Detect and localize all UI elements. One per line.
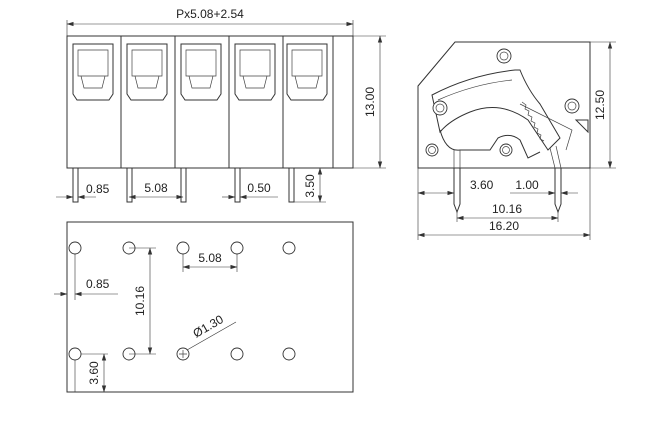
dim-pin-length: 3.50 — [303, 174, 317, 198]
push-buttons — [72, 43, 328, 101]
dim-overall-width: Px5.08+2.54 — [176, 7, 244, 21]
pcb-outline — [66, 221, 354, 393]
side-view: 12.50 3.60 1.00 10.16 16.20 — [417, 41, 616, 240]
dim-pcb-row-span: 10.16 — [133, 286, 147, 316]
dim-side-b: 1.00 — [515, 178, 539, 192]
dim-front-height: 13.00 — [363, 87, 377, 117]
front-view: Px5.08+2.54 13.00 0.85 5.08 0.50 3.50 — [56, 7, 386, 203]
dim-side-span: 10.16 — [492, 202, 522, 216]
dim-pcb-offset: 0.85 — [86, 277, 110, 291]
dim-side-width: 16.20 — [489, 219, 519, 233]
front-housing — [66, 35, 354, 169]
dim-side-height: 12.50 — [593, 90, 607, 120]
dim-pcb-pitch: 5.08 — [198, 251, 222, 265]
side-housing — [417, 41, 591, 169]
pcb-holes-top — [68, 241, 296, 255]
dim-front-pin-offset: 0.85 — [86, 182, 110, 196]
dim-hole-diameter: Ø1.30 — [191, 312, 227, 341]
front-pins — [72, 167, 295, 203]
dim-pcb-bottom: 3.60 — [87, 361, 101, 385]
dim-front-pitch: 5.08 — [144, 181, 168, 195]
dim-side-a: 3.60 — [470, 178, 494, 192]
pcb-layout-view: 5.08 0.85 10.16 Ø1.30 3.60 — [54, 221, 354, 393]
dim-pin-thickness: 0.50 — [247, 181, 271, 195]
